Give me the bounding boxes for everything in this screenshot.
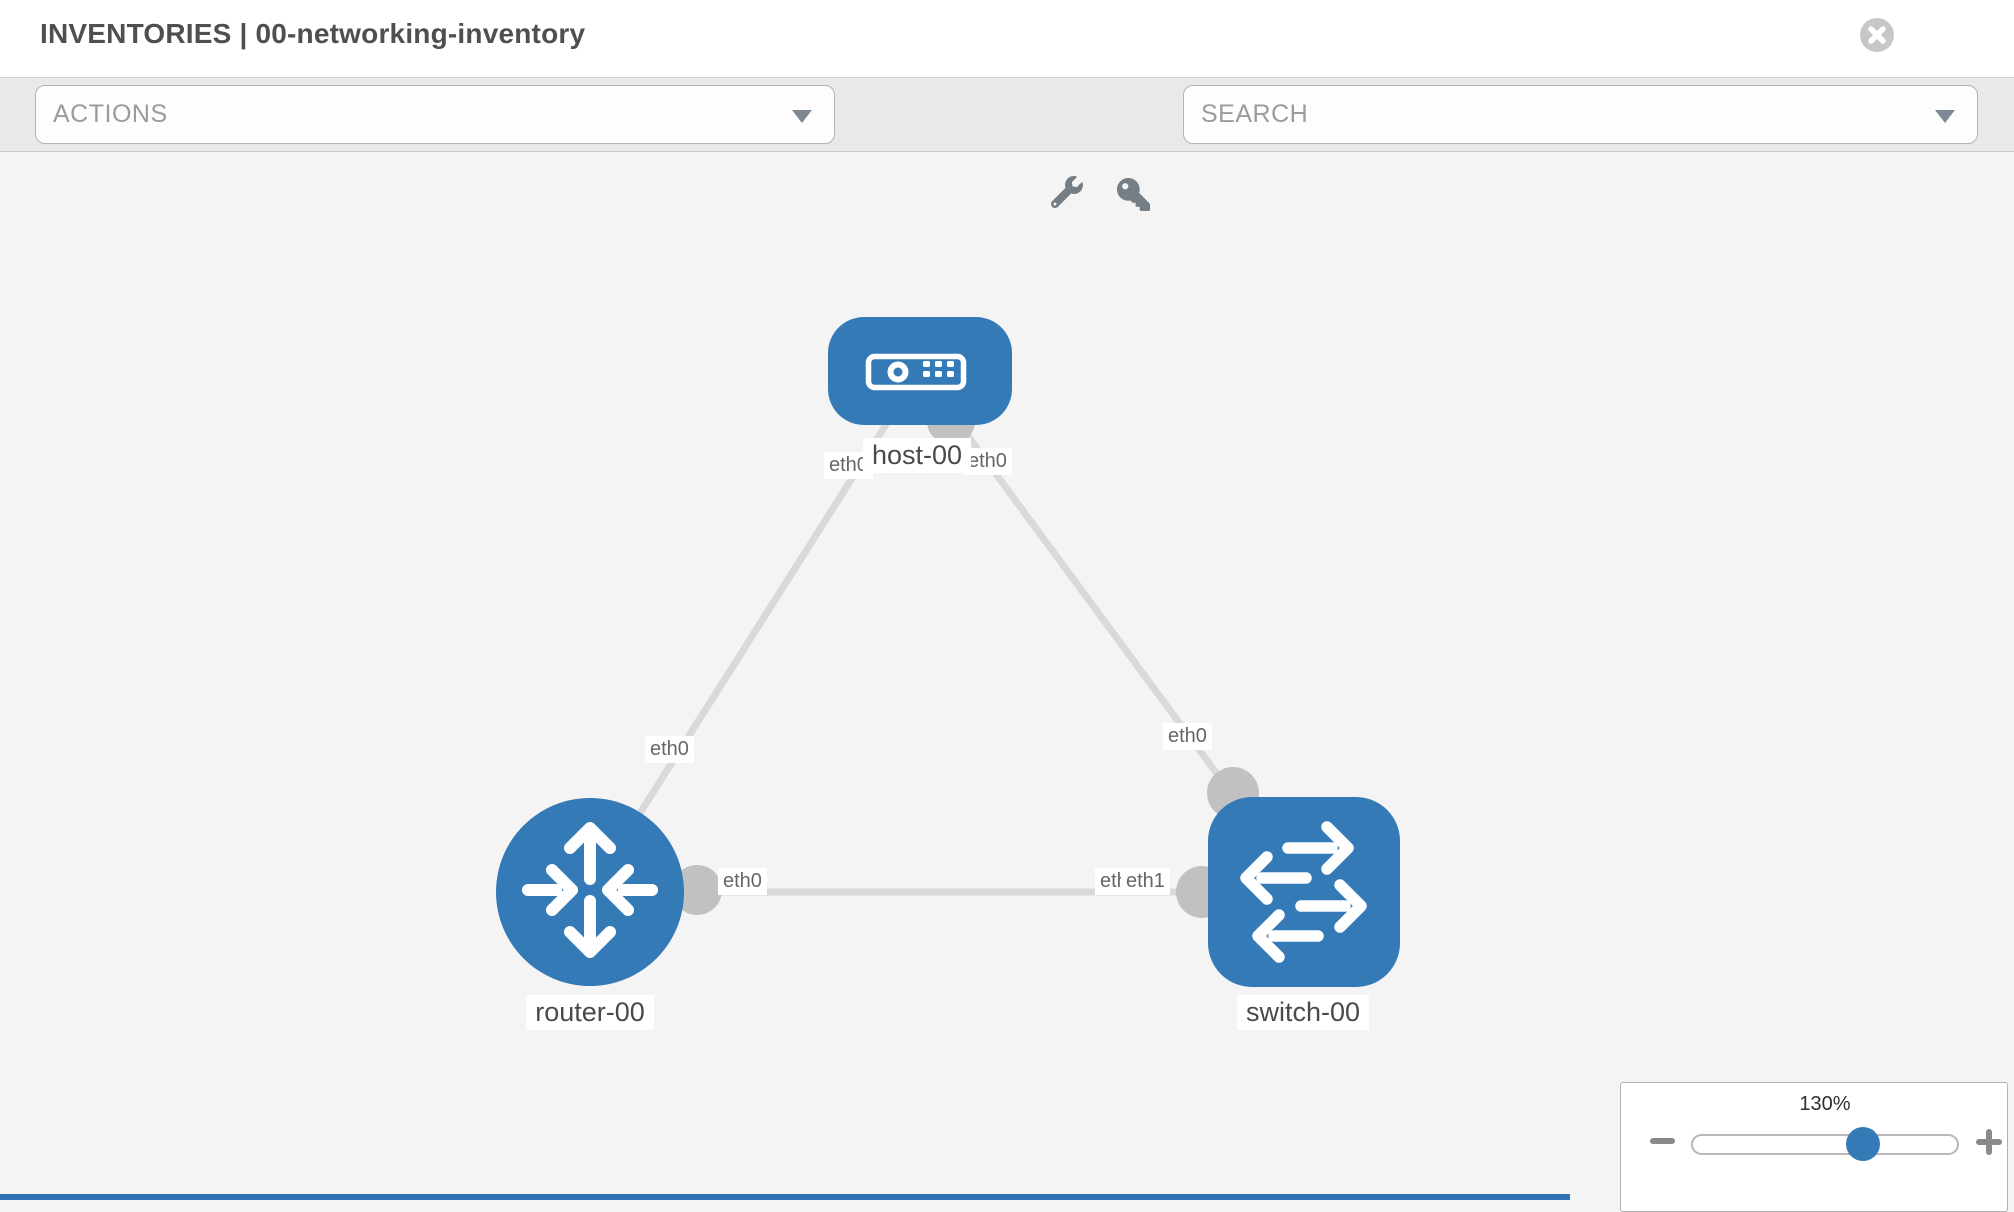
close-icon bbox=[1860, 18, 1894, 52]
node-switch-00[interactable] bbox=[1208, 797, 1400, 987]
chevron-down-icon bbox=[792, 110, 812, 123]
node-host-00[interactable] bbox=[828, 317, 1012, 425]
search-placeholder: SEARCH bbox=[1201, 100, 1309, 128]
zoom-slider-handle[interactable] bbox=[1846, 1127, 1880, 1161]
zoom-level: 130% bbox=[1799, 1093, 1851, 1115]
page-title: INVENTORIES | 00-networking-inventory bbox=[40, 18, 586, 49]
chevron-down-icon bbox=[1935, 110, 1955, 123]
interface-label: eth0 bbox=[718, 868, 767, 895]
modal-header: INVENTORIES | 00-networking-inventory bbox=[0, 0, 2014, 77]
node-label-host: host-00 bbox=[862, 438, 972, 473]
close-button[interactable] bbox=[1860, 18, 1894, 52]
wrench-icon[interactable] bbox=[1051, 176, 1083, 208]
interface-label: eth0 bbox=[963, 448, 1012, 475]
endpoint-router-eth0[interactable] bbox=[672, 865, 722, 915]
plus-icon[interactable] bbox=[1971, 1124, 2007, 1160]
node-router-00[interactable] bbox=[496, 798, 684, 986]
bottom-accent-strip bbox=[0, 1194, 1570, 1200]
node-label-router: router-00 bbox=[526, 995, 654, 1030]
node-label-switch: switch-00 bbox=[1236, 995, 1370, 1030]
interface-label: eth1 bbox=[1121, 868, 1170, 895]
switch-icon bbox=[1240, 821, 1367, 963]
zoom-control: 130% bbox=[1620, 1082, 2008, 1212]
interface-label: eth0 bbox=[1163, 723, 1212, 750]
minus-icon[interactable] bbox=[1650, 1138, 1675, 1144]
actions-dropdown[interactable]: ACTIONS bbox=[35, 85, 835, 144]
key-icon[interactable] bbox=[1117, 178, 1150, 211]
actions-dropdown-label: ACTIONS bbox=[53, 100, 168, 128]
host-icon bbox=[865, 353, 967, 391]
interface-label: eth0 bbox=[645, 736, 694, 763]
toolbar: ACTIONS SEARCH bbox=[0, 77, 2014, 211]
zoom-slider-track[interactable] bbox=[1691, 1134, 1959, 1155]
router-icon bbox=[522, 822, 658, 958]
search-dropdown[interactable]: SEARCH bbox=[1183, 85, 1978, 144]
